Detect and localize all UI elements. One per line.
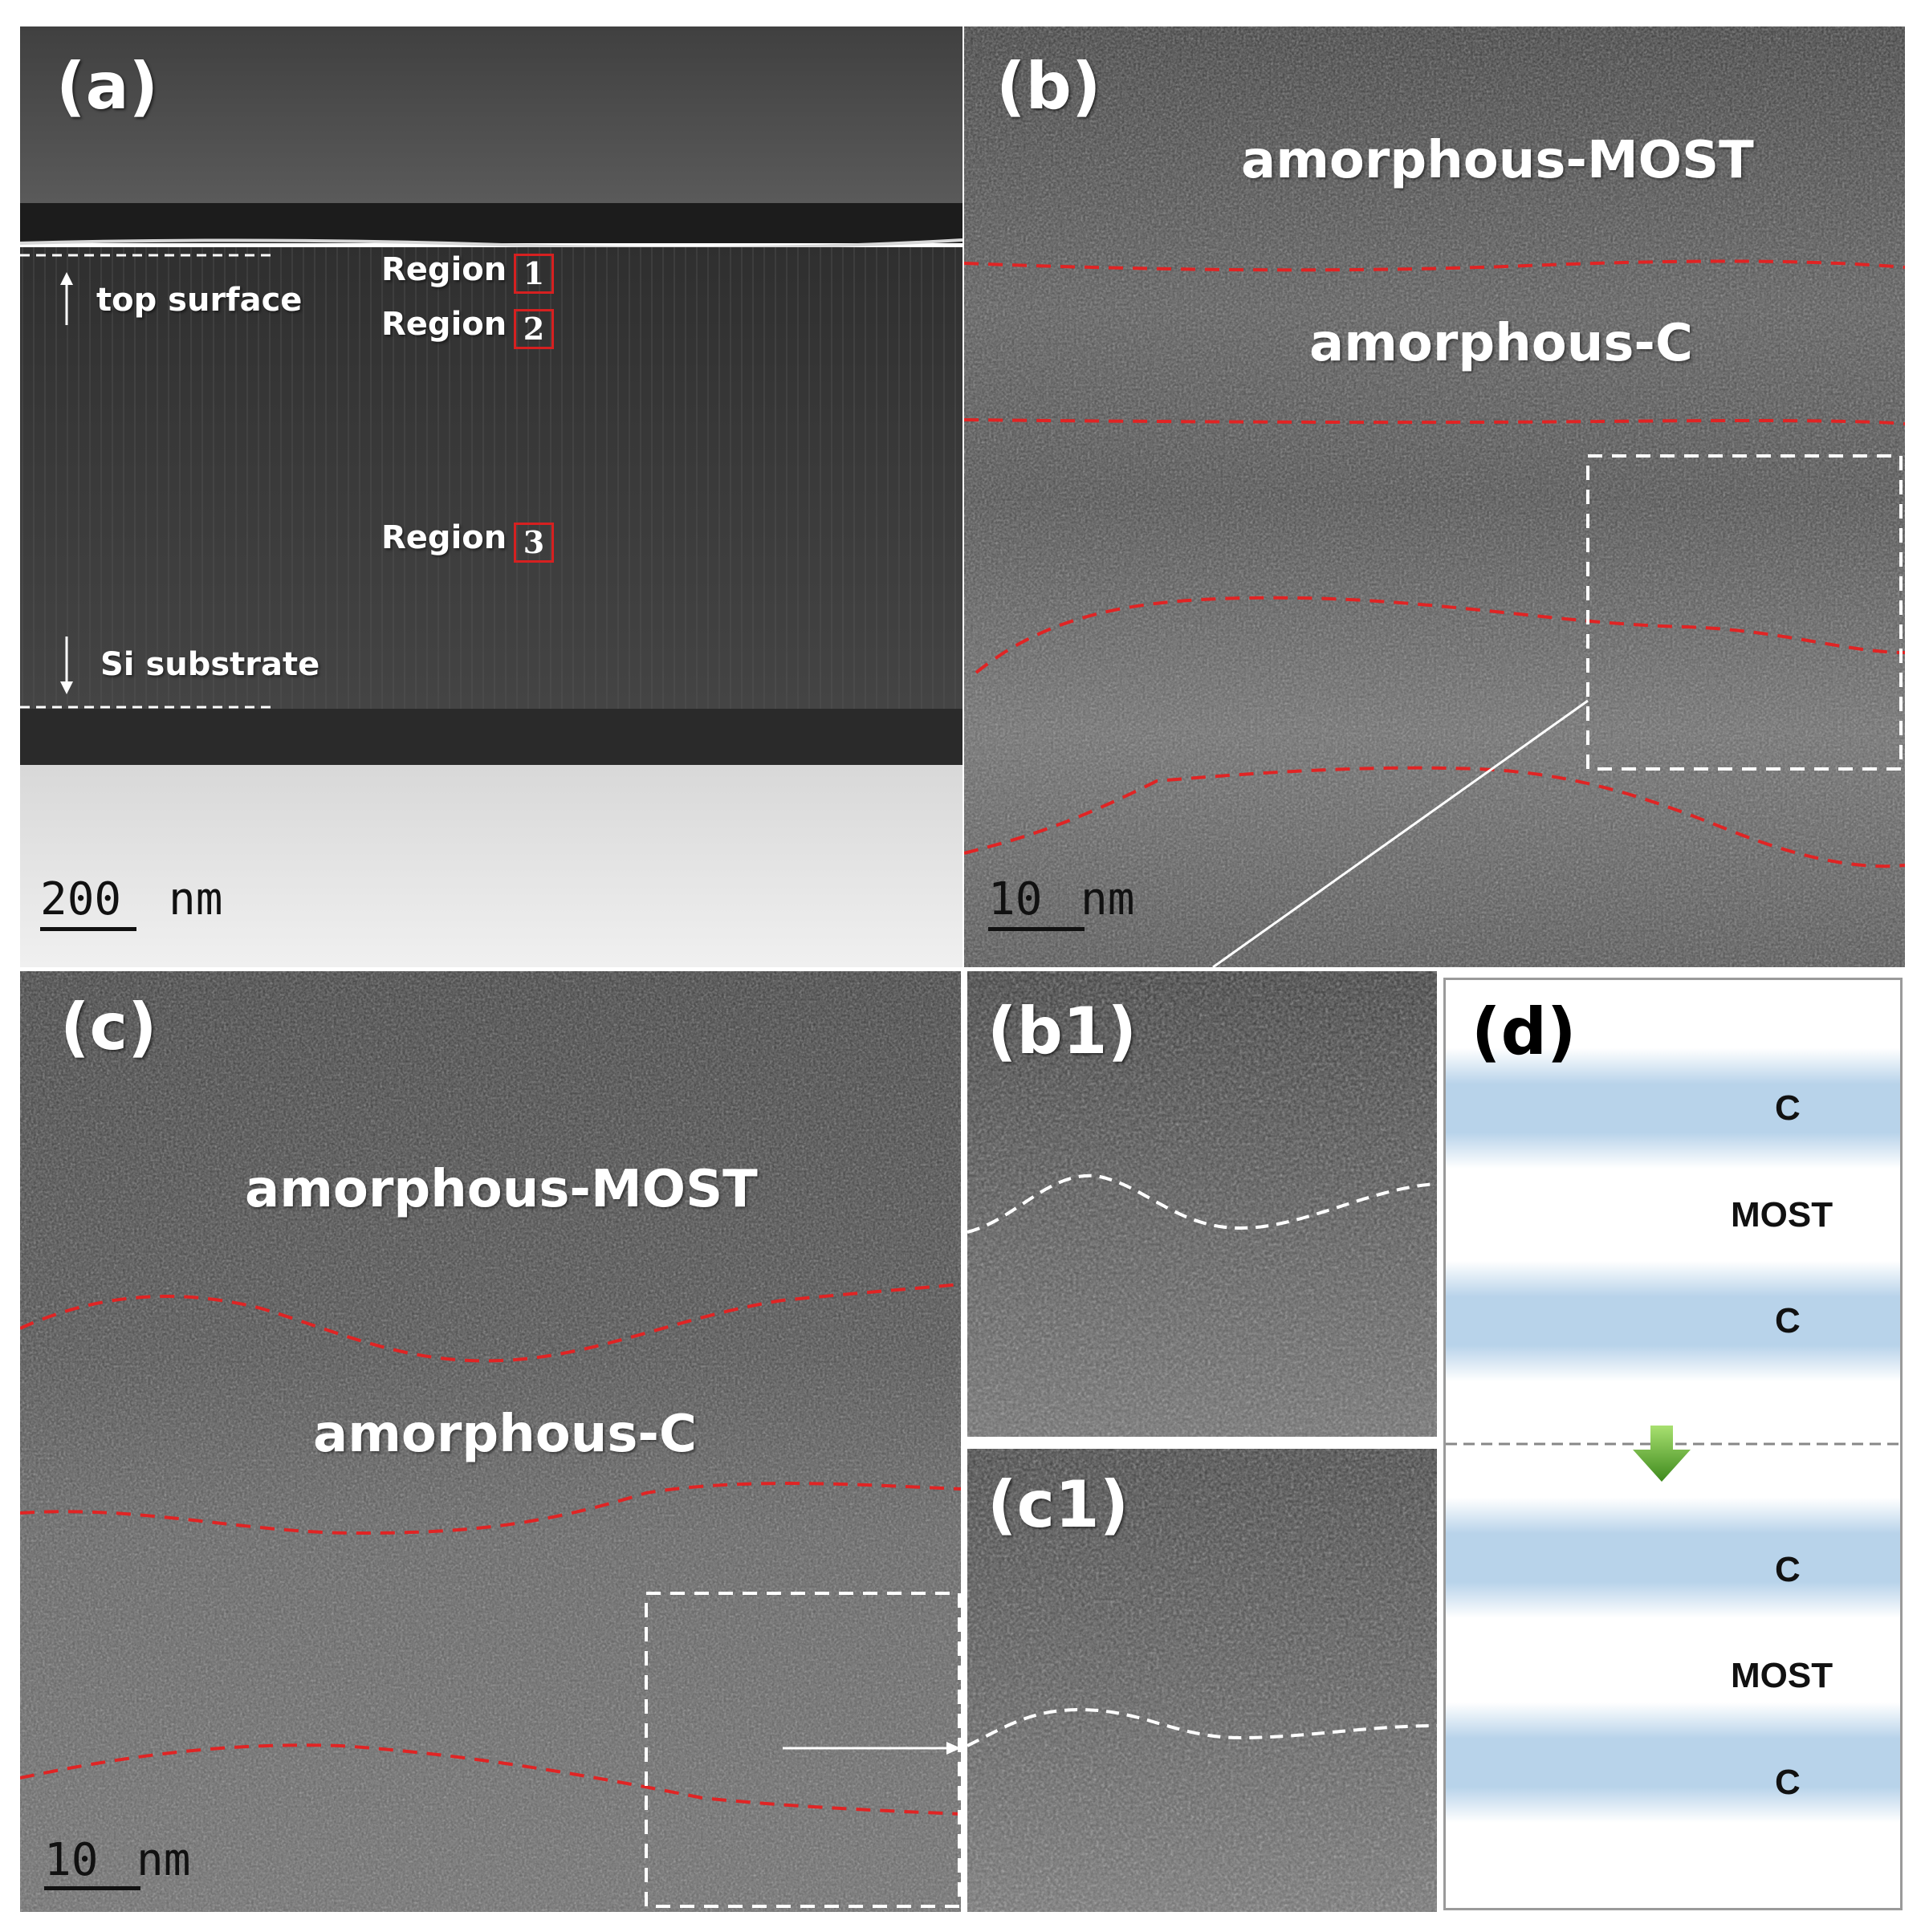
d-bot-c2: C (1775, 1763, 1801, 1802)
panel-d: (d) C MOST C C MOST C (1443, 978, 1903, 1910)
scale-bar-c-unit: nm (136, 1834, 191, 1886)
panel-a-label: (a) (56, 49, 159, 124)
scale-bar-a-value: 200 (40, 873, 122, 925)
scale-bar-b-unit: nm (1081, 873, 1135, 925)
panel-c-hrtem-image (20, 971, 961, 1912)
panel-d-schematic (1446, 1048, 1900, 1823)
region-3-box: 3 (514, 523, 554, 563)
panel-a-tem-image (20, 26, 962, 967)
panel-c-amorphous-most: amorphous-MOST (245, 1160, 758, 1219)
region-1-word: Region (381, 251, 507, 288)
scale-bar-c-line (44, 1886, 140, 1890)
top-surface-label: top surface (96, 282, 303, 319)
d-top-most: MOST (1731, 1195, 1833, 1234)
panel-b-label: (b) (996, 49, 1101, 124)
panel-b-hrtem-image (964, 26, 1905, 967)
d-bot-most: MOST (1731, 1656, 1833, 1695)
scale-bar-a-unit: nm (169, 873, 223, 925)
panel-c1-label: (c1) (987, 1467, 1129, 1542)
region-2-box: 2 (514, 309, 554, 349)
scale-bar-c-value: 10 (44, 1834, 99, 1886)
panel-b1: (b1) (967, 971, 1437, 1437)
scale-bar-a-line (40, 927, 136, 931)
panel-c1: (c1) (967, 1449, 1437, 1912)
panel-a: (a) top surface Si substrate Region 1 Re… (20, 26, 962, 967)
panel-b1-zoom-image (967, 971, 1437, 1437)
panel-c-label: (c) (60, 990, 157, 1064)
panel-b-amorphous-c: amorphous-C (1309, 314, 1693, 373)
panel-b1-label: (b1) (987, 994, 1138, 1068)
si-substrate-label: Si substrate (100, 646, 320, 683)
panel-b-amorphous-most: amorphous-MOST (1241, 131, 1754, 190)
scale-bar-b-value: 10 (988, 873, 1043, 925)
region-3-word: Region (381, 519, 507, 556)
region-2-word: Region (381, 306, 507, 343)
d-bot-c1: C (1775, 1550, 1801, 1589)
region-1-box: 1 (514, 254, 554, 294)
scale-bar-b-line (988, 927, 1085, 931)
panel-c-amorphous-c: amorphous-C (313, 1405, 697, 1464)
panel-c1-zoom-image (967, 1449, 1437, 1912)
panel-c: (c) amorphous-MOST amorphous-C 10 nm (20, 971, 961, 1912)
d-top-c1: C (1775, 1088, 1801, 1128)
panel-b: (b) amorphous-MOST amorphous-C 10 nm (964, 26, 1905, 967)
d-top-c2: C (1775, 1301, 1801, 1340)
panel-d-label: (d) (1471, 994, 1577, 1069)
b1-c1-divider (967, 1438, 1437, 1442)
